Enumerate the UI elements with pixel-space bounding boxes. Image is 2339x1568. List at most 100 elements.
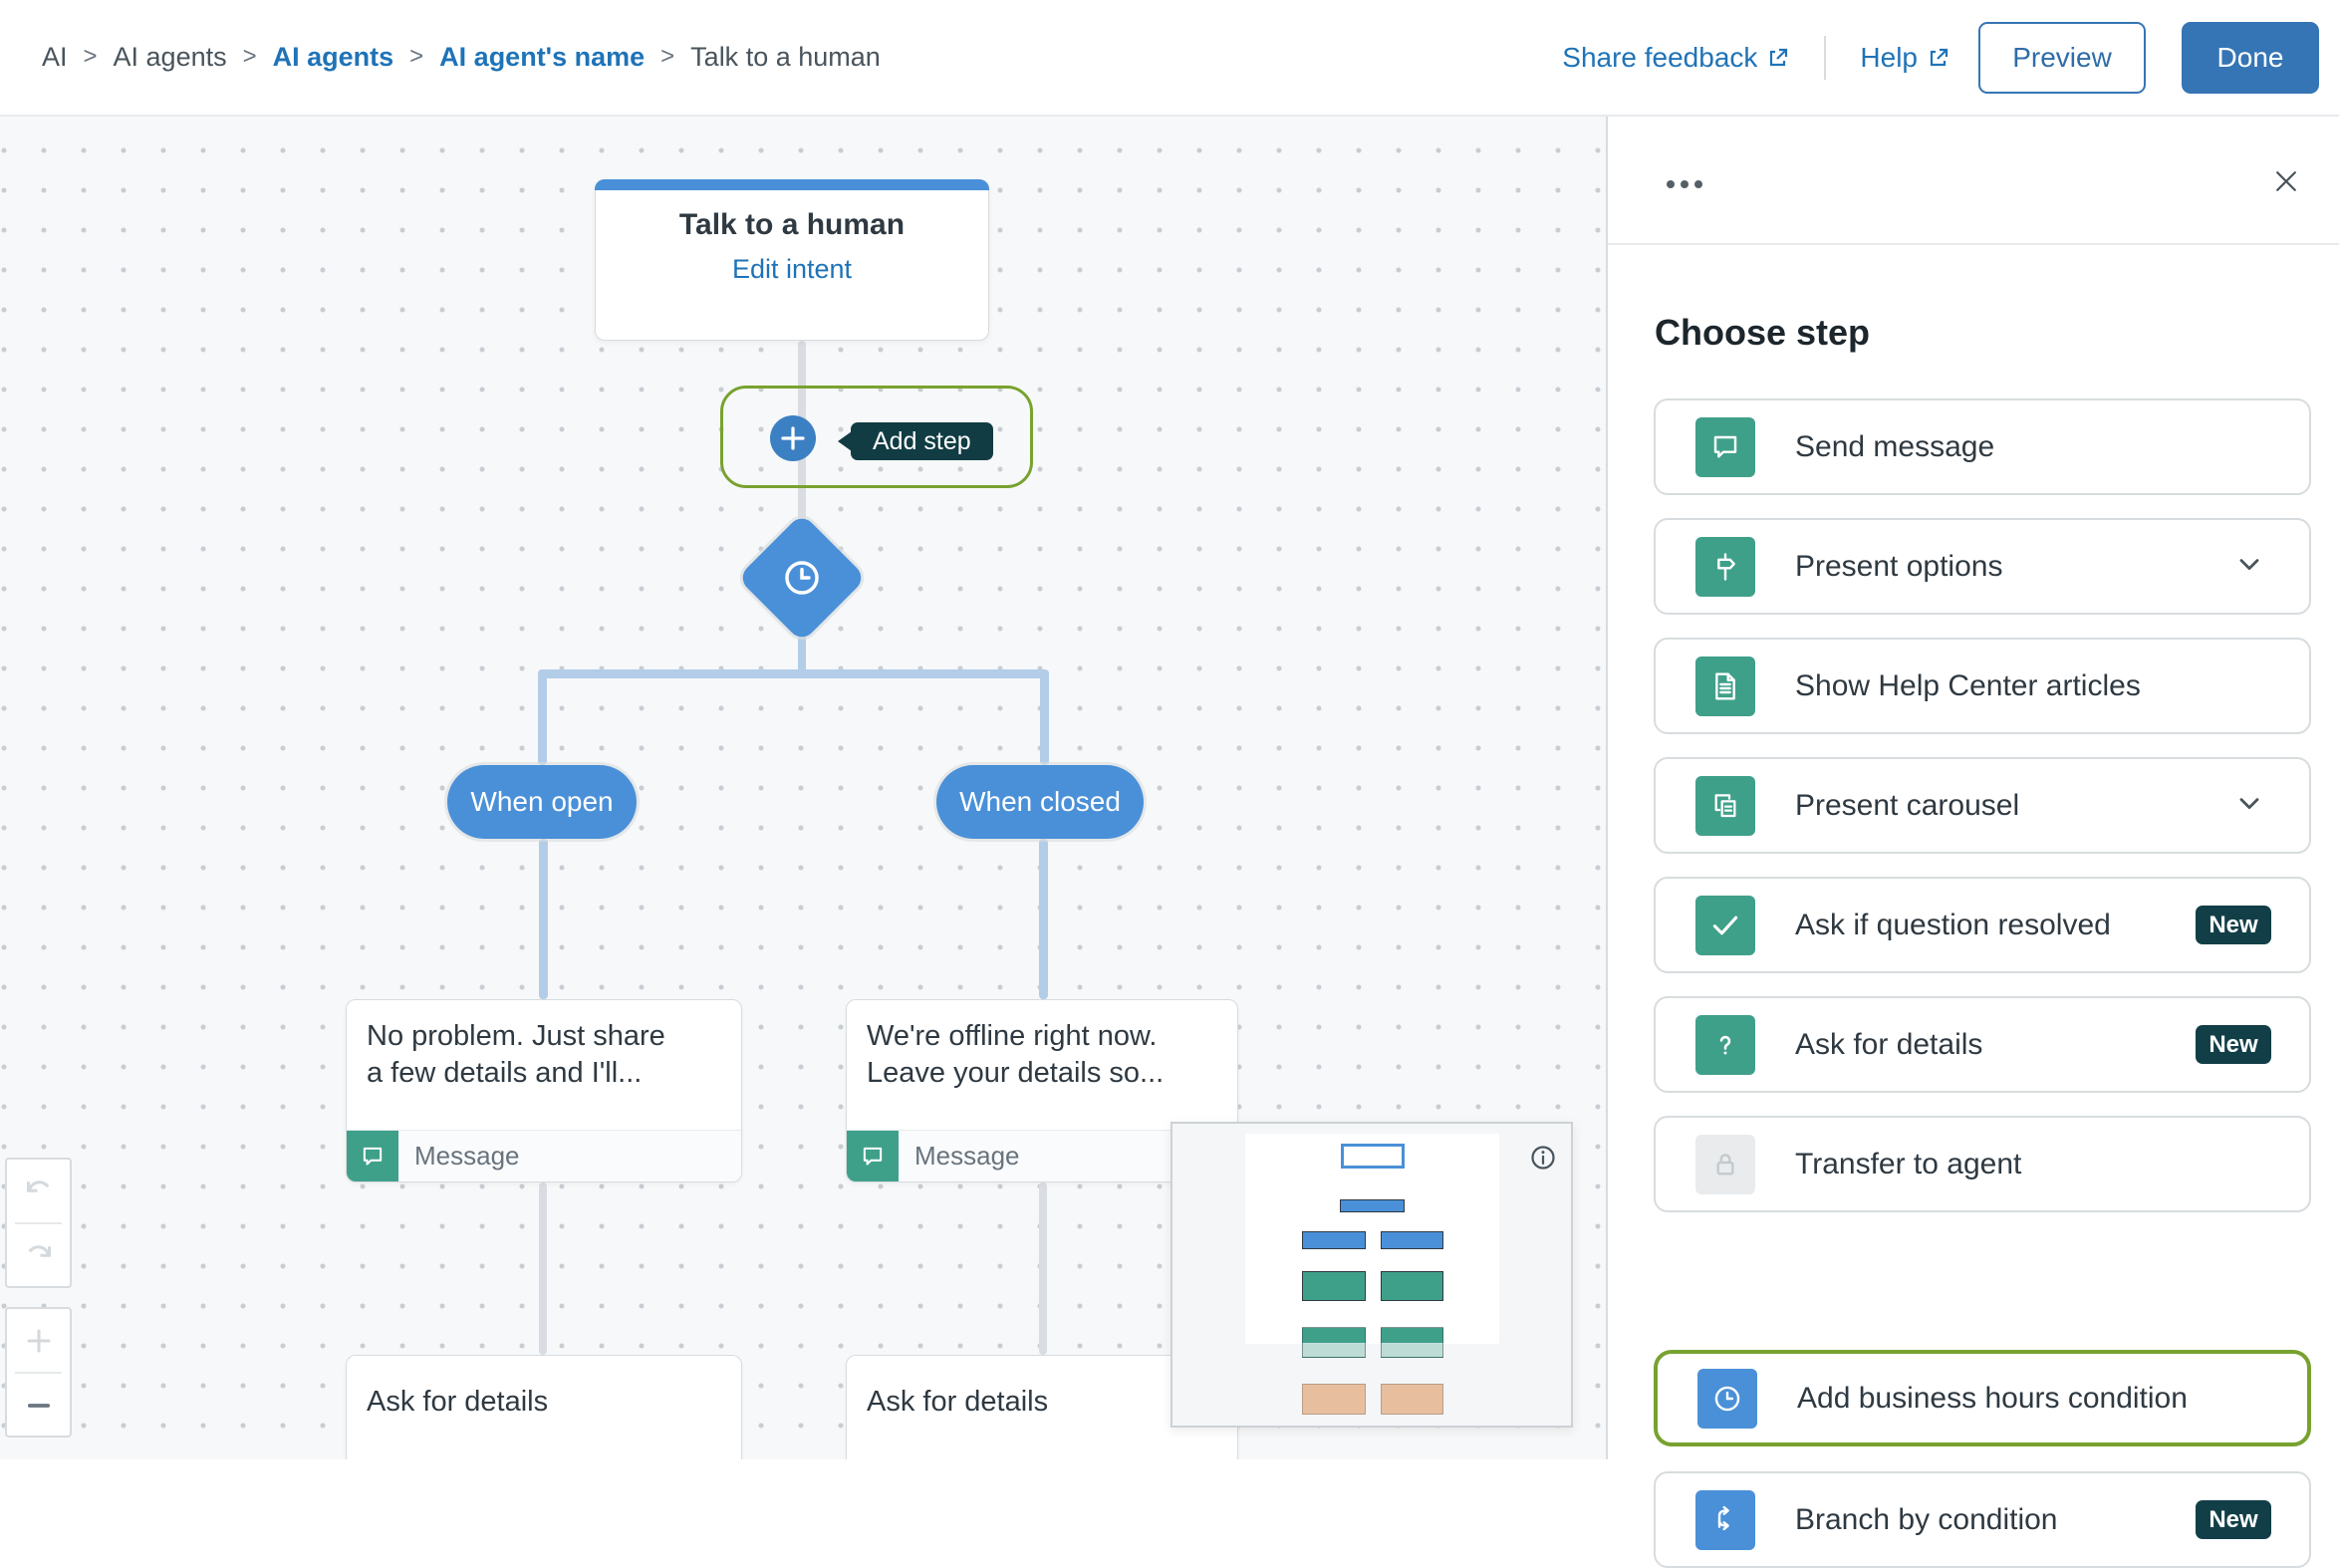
ask-node-title: Ask for details [367, 1386, 549, 1418]
step-option-add-business-hours-condition[interactable]: Add business hours condition [1654, 1350, 2311, 1446]
step-option-present-options[interactable]: Present options [1654, 518, 2311, 615]
connector [539, 839, 548, 999]
zoom-in-icon [27, 1329, 50, 1352]
close-panel-button[interactable] [2267, 162, 2305, 205]
chevron-down-icon[interactable] [2233, 787, 2265, 824]
step-label: Branch by condition [1795, 1502, 2058, 1536]
breadcrumb-ai: AI [42, 42, 68, 72]
step-label: Show Help Center articles [1795, 668, 2141, 702]
connector [1039, 839, 1048, 999]
step-option-branch-by-condition[interactable]: Branch by condition New [1654, 1471, 2311, 1568]
help-link[interactable]: Help [1860, 42, 1950, 74]
intent-node-talk-to-a-human[interactable]: Talk to a human Edit intent [595, 179, 989, 341]
minimap-intent-node [1341, 1144, 1405, 1169]
business-hours-condition-node[interactable] [736, 512, 868, 644]
panel-title: Choose step [1655, 312, 1871, 353]
message-type-label: Message [914, 1141, 1020, 1171]
minimap-ask [1381, 1384, 1443, 1415]
speech-bubble-icon [863, 1147, 883, 1166]
divider [15, 1222, 62, 1224]
step-option-transfer-to-agent[interactable]: Transfer to agent [1654, 1116, 2311, 1212]
zoom-in-button[interactable] [7, 1309, 70, 1372]
share-feedback-link[interactable]: Share feedback [1562, 42, 1790, 74]
help-label: Help [1860, 41, 1918, 73]
connector [538, 672, 547, 765]
flow-canvas[interactable]: Talk to a human Edit intent Add step Whe… [0, 117, 1606, 1459]
minimap-message [1381, 1271, 1443, 1301]
step-label: Present carousel [1795, 788, 2020, 822]
connector [1040, 672, 1049, 765]
message-type-icon [347, 1130, 398, 1181]
add-step-button[interactable] [770, 415, 816, 461]
speech-bubble-icon [363, 1147, 383, 1166]
connector [538, 669, 1049, 678]
message-text: We're offline right now. Leave your deta… [867, 1020, 1165, 1089]
step-option-present-carousel[interactable]: Present carousel [1654, 757, 2311, 854]
step-option-ask-if-question-resolved[interactable]: Ask if question resolved New [1654, 877, 2311, 973]
divider [1824, 35, 1827, 80]
minimap-ask [1302, 1384, 1366, 1415]
step-label: Present options [1795, 549, 2003, 583]
message-node-footer: Message [347, 1130, 741, 1181]
branch-when-closed[interactable]: When closed [936, 765, 1144, 839]
minimap-panel[interactable] [1170, 1122, 1573, 1428]
minimap-branch [1381, 1231, 1443, 1249]
minimap-message [1381, 1327, 1443, 1358]
breadcrumb-separator: > [660, 42, 675, 70]
new-badge: New [2196, 906, 2271, 944]
article-icon [1695, 655, 1755, 716]
zoom-out-icon [27, 1403, 50, 1408]
external-link-icon [1930, 48, 1949, 66]
breadcrumb-agent-name-link[interactable]: AI agent's name [439, 42, 646, 72]
check-icon [1695, 895, 1755, 955]
top-actions: Share feedback Help Preview Done [1562, 21, 2339, 94]
step-label: Add business hours condition [1797, 1381, 2188, 1415]
step-picker-panel: Choose step Send message Present options… [1606, 117, 2339, 1568]
message-node-closed[interactable]: We're offline right now. Leave your deta… [846, 999, 1238, 1182]
done-button[interactable]: Done [2182, 21, 2319, 94]
redo-button[interactable] [7, 1224, 70, 1287]
step-option-ask-for-details[interactable]: Ask for details New [1654, 996, 2311, 1093]
branch-when-open[interactable]: When open [447, 765, 637, 839]
message-text: No problem. Just share a few details and… [367, 1020, 665, 1089]
overflow-menu-icon[interactable] [1663, 176, 1706, 192]
preview-button[interactable]: Preview [1978, 21, 2146, 94]
plus-icon [781, 426, 805, 450]
signpost-icon [1695, 536, 1755, 597]
add-step-tooltip: Add step [838, 422, 993, 460]
node-title: Talk to a human [678, 208, 906, 241]
undo-icon [26, 1179, 49, 1192]
message-node-open[interactable]: No problem. Just share a few details and… [346, 999, 742, 1182]
zoom-out-button[interactable] [7, 1374, 70, 1437]
message-type-label: Message [414, 1141, 520, 1171]
top-bar: AI > AI agents > AI agents > AI agent's … [0, 0, 2339, 117]
minimap-step [1340, 1199, 1405, 1212]
step-label: Send message [1795, 429, 1995, 463]
new-badge: New [2196, 1500, 2271, 1539]
external-link-icon [1770, 48, 1788, 66]
zoom-controls [5, 1307, 72, 1437]
share-feedback-label: Share feedback [1562, 41, 1758, 73]
ask-for-details-node-open[interactable]: Ask for details [346, 1355, 742, 1459]
add-step-highlight: Add step [720, 386, 1033, 488]
breadcrumb-ai-agents: AI agents [113, 42, 227, 72]
history-controls [5, 1158, 72, 1288]
breadcrumb: AI > AI agents > AI agents > AI agent's … [0, 42, 881, 73]
undo-button[interactable] [7, 1160, 70, 1222]
edit-intent-link[interactable]: Edit intent [731, 254, 853, 284]
chevron-down-icon[interactable] [2233, 548, 2265, 585]
branch-icon [1695, 1489, 1755, 1550]
clock-icon [1697, 1368, 1757, 1429]
close-icon [2276, 171, 2296, 191]
minimap-message [1302, 1327, 1366, 1358]
breadcrumb-ai-agents-link[interactable]: AI agents [272, 42, 394, 72]
info-icon[interactable] [1529, 1144, 1557, 1176]
divider [15, 1372, 62, 1374]
question-icon [1695, 1014, 1755, 1075]
breadcrumb-separator: > [409, 42, 424, 70]
step-option-show-help-center-articles[interactable]: Show Help Center articles [1654, 638, 2311, 734]
step-option-send-message[interactable]: Send message [1654, 398, 2311, 495]
redo-icon [28, 1244, 51, 1257]
lock-icon [1695, 1134, 1755, 1194]
